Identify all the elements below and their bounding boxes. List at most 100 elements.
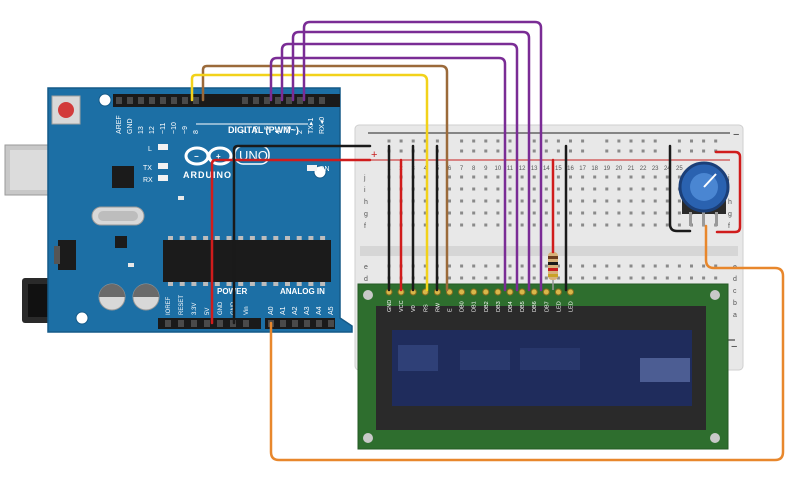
rail-hole (423, 139, 427, 143)
rail-hole (435, 139, 439, 143)
rail-hole (653, 139, 657, 143)
row-letter: f (728, 223, 730, 230)
header-pin (116, 97, 122, 104)
breadboard-hole (448, 211, 451, 215)
power-pin (204, 320, 210, 327)
lcd-pin-pads (385, 288, 574, 296)
lcd-pin-label: DB0 (460, 301, 466, 312)
breadboard-hole (472, 211, 476, 215)
lcd-char-blur (640, 358, 690, 382)
column-number: 11 (507, 166, 514, 172)
mounting-hole (75, 311, 89, 325)
column-number: 10 (495, 166, 502, 172)
usb-chip (112, 166, 134, 188)
breadboard-hole (520, 187, 524, 191)
breadboard-hole (484, 199, 488, 203)
breadboard-hole (677, 211, 681, 215)
breadboard-hole (472, 187, 476, 191)
chip-pin (168, 236, 173, 240)
power-jack-inner (28, 284, 48, 317)
row-letter: j (727, 175, 730, 182)
lcd-pin-pad (567, 288, 574, 296)
wire-brown (201, 64, 449, 292)
row-letter: c (733, 288, 737, 295)
rail-hole (387, 139, 391, 143)
row-letter: h (364, 199, 368, 206)
breadboard-hole (629, 223, 633, 227)
breadboard-hole (593, 276, 597, 280)
row-letter: d (733, 276, 737, 283)
power-pin-label: RESET (179, 295, 185, 315)
lcd-mount-hole (710, 433, 720, 443)
column-number: 25 (676, 166, 683, 172)
chip-pin (238, 282, 244, 286)
column-number: 17 (579, 166, 586, 172)
resistor-band (548, 262, 558, 265)
breadboard-hole (629, 199, 633, 203)
svg-text:+: + (216, 152, 221, 161)
rail-hole (532, 139, 536, 143)
analog-pin (280, 320, 286, 327)
breadboard-hole (653, 276, 657, 280)
breadboard-hole (641, 211, 645, 215)
rail-hole (472, 139, 476, 143)
potentiometer[interactable] (678, 161, 730, 226)
breadboard-hole (484, 175, 488, 179)
breadboard-hole (617, 175, 621, 179)
chip-pin (296, 236, 302, 240)
chip-pin (308, 236, 314, 240)
breadboard-hole (448, 264, 451, 268)
breadboard-hole (544, 187, 548, 191)
breadboard-hole (714, 264, 718, 268)
wire-yellow (190, 73, 429, 292)
analog-pin-label: A3 (304, 306, 311, 315)
lcd-pin-label: E (448, 308, 454, 312)
rail-hole (605, 139, 609, 143)
led-rx-label: RX (143, 177, 153, 184)
rail-hole (641, 149, 645, 153)
row-letter: h (728, 199, 732, 206)
lcd-pin-pad (494, 288, 502, 296)
breadboard-hole (581, 264, 585, 268)
digital-pin-label: TX▸1 (308, 118, 315, 134)
breadboard-hole (448, 276, 451, 280)
rail-hole (460, 139, 464, 143)
breadboard-hole (472, 276, 476, 280)
breadboard-hole (508, 223, 512, 227)
chip-pin (285, 282, 290, 286)
power-pin-label: 5V (205, 308, 211, 315)
capacitor-mark (133, 284, 159, 297)
rail-top-plus-label: + (371, 149, 377, 161)
breadboard-hole (665, 199, 669, 203)
chip-pin (191, 236, 197, 240)
analog-pin (292, 320, 298, 327)
led-on-label: ON (319, 166, 330, 173)
lcd-pin-pad (518, 288, 526, 296)
breadboard-hole (569, 199, 572, 203)
wire-orange (269, 224, 785, 462)
breadboard-hole (460, 211, 464, 215)
row-letter: g (728, 211, 732, 218)
breadboard-hole (496, 276, 500, 280)
analog-pin-label: A4 (316, 306, 323, 315)
resistor (548, 246, 558, 290)
lcd-pin-pad (470, 288, 478, 296)
lcd-pin-pad (458, 288, 466, 296)
breadboard-hole (520, 211, 524, 215)
column-number: 18 (591, 166, 598, 172)
lcd-char-blur (398, 345, 438, 371)
breadboard-hole (556, 223, 560, 227)
arduino-brand-label: ARDUINO (183, 170, 232, 180)
breadboard-hole (641, 276, 645, 280)
rail-hole (496, 149, 500, 153)
power-pin-label: 3.3V (192, 303, 198, 315)
breadboard-hole (690, 264, 693, 268)
lcd-pin-pad (482, 288, 490, 296)
rail-hole (617, 139, 621, 143)
rail-hole (472, 149, 476, 153)
rail-hole (544, 139, 548, 143)
analog-header (265, 318, 335, 329)
breadboard-hole (653, 187, 657, 191)
reset-button-cap[interactable] (58, 102, 74, 118)
rail-hole (544, 149, 548, 153)
